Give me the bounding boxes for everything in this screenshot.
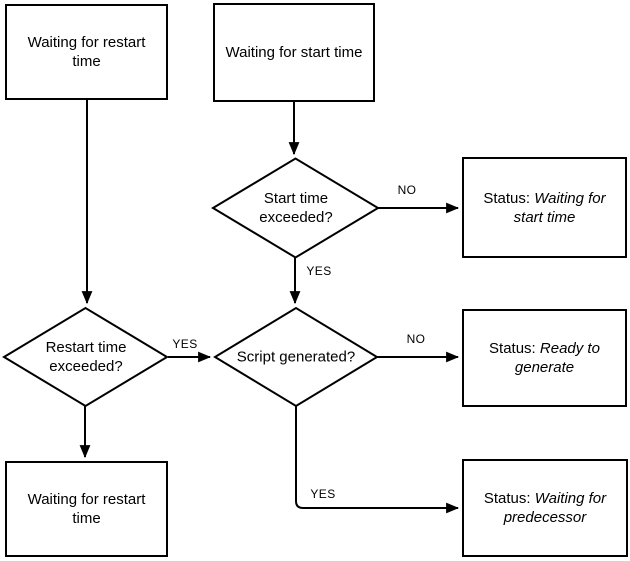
- node-status-waiting-start: Status: Waiting for start time: [462, 157, 627, 258]
- decision-start-time-exceeded: [211, 157, 380, 259]
- node-label: Waiting for start time: [225, 44, 363, 61]
- node-status-waiting-predecessor: Status: Waiting for predecessor: [462, 459, 628, 557]
- edge-label-script-no: NO: [406, 332, 426, 346]
- node-label: Status: Waiting for start time: [474, 189, 615, 227]
- node-waiting-restart-top: Waiting for restart time: [5, 4, 168, 100]
- node-label: Status: Waiting for predecessor: [474, 489, 616, 527]
- edge-label-start-yes: YES: [306, 264, 332, 278]
- edge-script-generated-yes: [295, 405, 460, 514]
- decision-restart-time-exceeded: [2, 306, 169, 408]
- node-waiting-restart-bottom: Waiting for restart time: [5, 461, 168, 557]
- node-waiting-start: Waiting for start time: [213, 3, 375, 102]
- decision-label-start-time-exceeded: Start time exceeded?: [259, 190, 333, 226]
- status-value: Waiting for predecessor: [503, 490, 607, 526]
- status-prefix: Status:: [483, 490, 531, 507]
- node-label: Waiting for restart time: [27, 34, 146, 70]
- edge-label-restart-yes: YES: [172, 337, 198, 351]
- node-status-ready-generate: Status: Ready to generate: [462, 309, 627, 407]
- node-label: Waiting for restart time: [27, 491, 146, 527]
- status-value: Ready to generate: [514, 340, 600, 376]
- decision-script-generated: [213, 306, 379, 408]
- decision-label-script-generated: Script generated?: [236, 348, 356, 366]
- edge-label-start-no: NO: [397, 183, 417, 197]
- node-label: Status: Ready to generate: [474, 339, 615, 377]
- status-prefix: Status:: [489, 340, 536, 357]
- edge-label-script-yes: YES: [310, 487, 336, 501]
- decision-label-restart-time-exceeded: Restart time exceeded?: [45, 339, 127, 375]
- status-prefix: Status:: [483, 189, 531, 207]
- status-value: Waiting for start time: [513, 189, 606, 226]
